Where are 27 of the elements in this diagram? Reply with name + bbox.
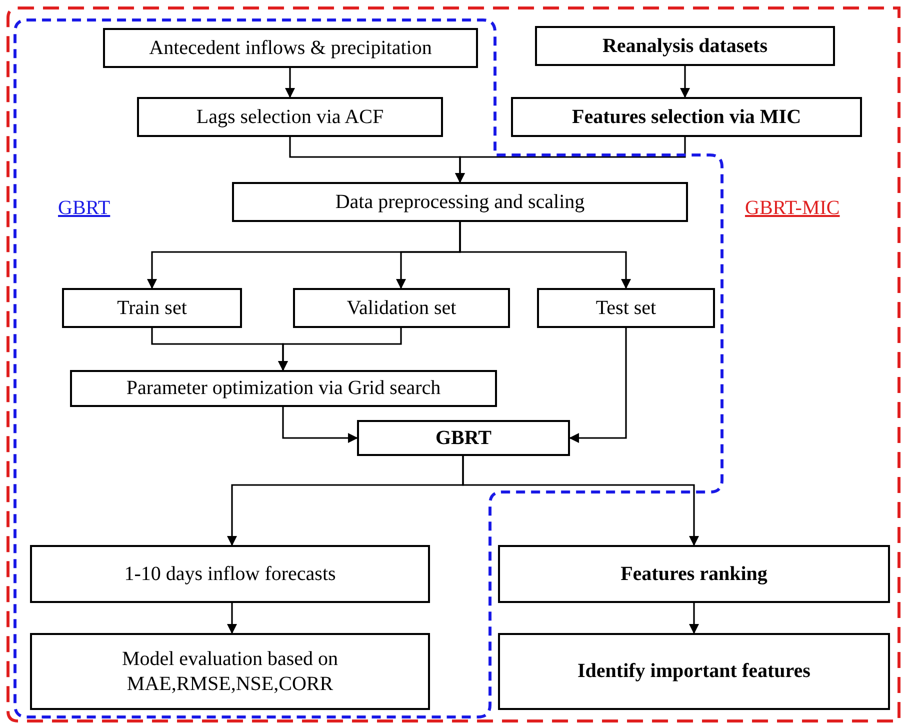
group-label: GBRT-MIC — [745, 197, 840, 220]
process-box: Train set — [62, 288, 242, 328]
process-box: Identify important features — [498, 633, 890, 710]
process-box: Model evaluation based on MAE,RMSE,NSE,CORR — [30, 633, 430, 710]
connector-arrow — [282, 407, 358, 443]
process-box: Parameter optimization via Grid search — [70, 370, 497, 407]
connector-arrow — [455, 137, 686, 183]
process-box: Data preprocessing and scaling — [232, 182, 688, 222]
connector-arrow — [689, 603, 699, 634]
process-box: Features selection via MIC — [511, 97, 862, 137]
connector-arrow — [680, 66, 690, 98]
process-box: Validation set — [293, 288, 510, 328]
connector-arrow — [227, 603, 237, 634]
process-box: Antecedent inflows & precipitation — [103, 28, 478, 68]
connector-arrow — [459, 222, 631, 289]
process-box: Lags selection via ACF — [137, 97, 443, 137]
connector-arrow — [462, 456, 699, 546]
connector-arrow — [569, 328, 627, 443]
dashed-group-boundary — [8, 8, 899, 721]
connector-arrow — [285, 68, 295, 98]
connector-arrow — [278, 328, 402, 371]
process-box: Test set — [537, 288, 715, 328]
process-box: GBRT — [357, 420, 570, 456]
process-box: Reanalysis datasets — [535, 26, 835, 66]
group-label: GBRT — [58, 197, 110, 220]
process-box: Features ranking — [498, 545, 890, 603]
process-box: 1-10 days inflow forecasts — [30, 545, 430, 603]
